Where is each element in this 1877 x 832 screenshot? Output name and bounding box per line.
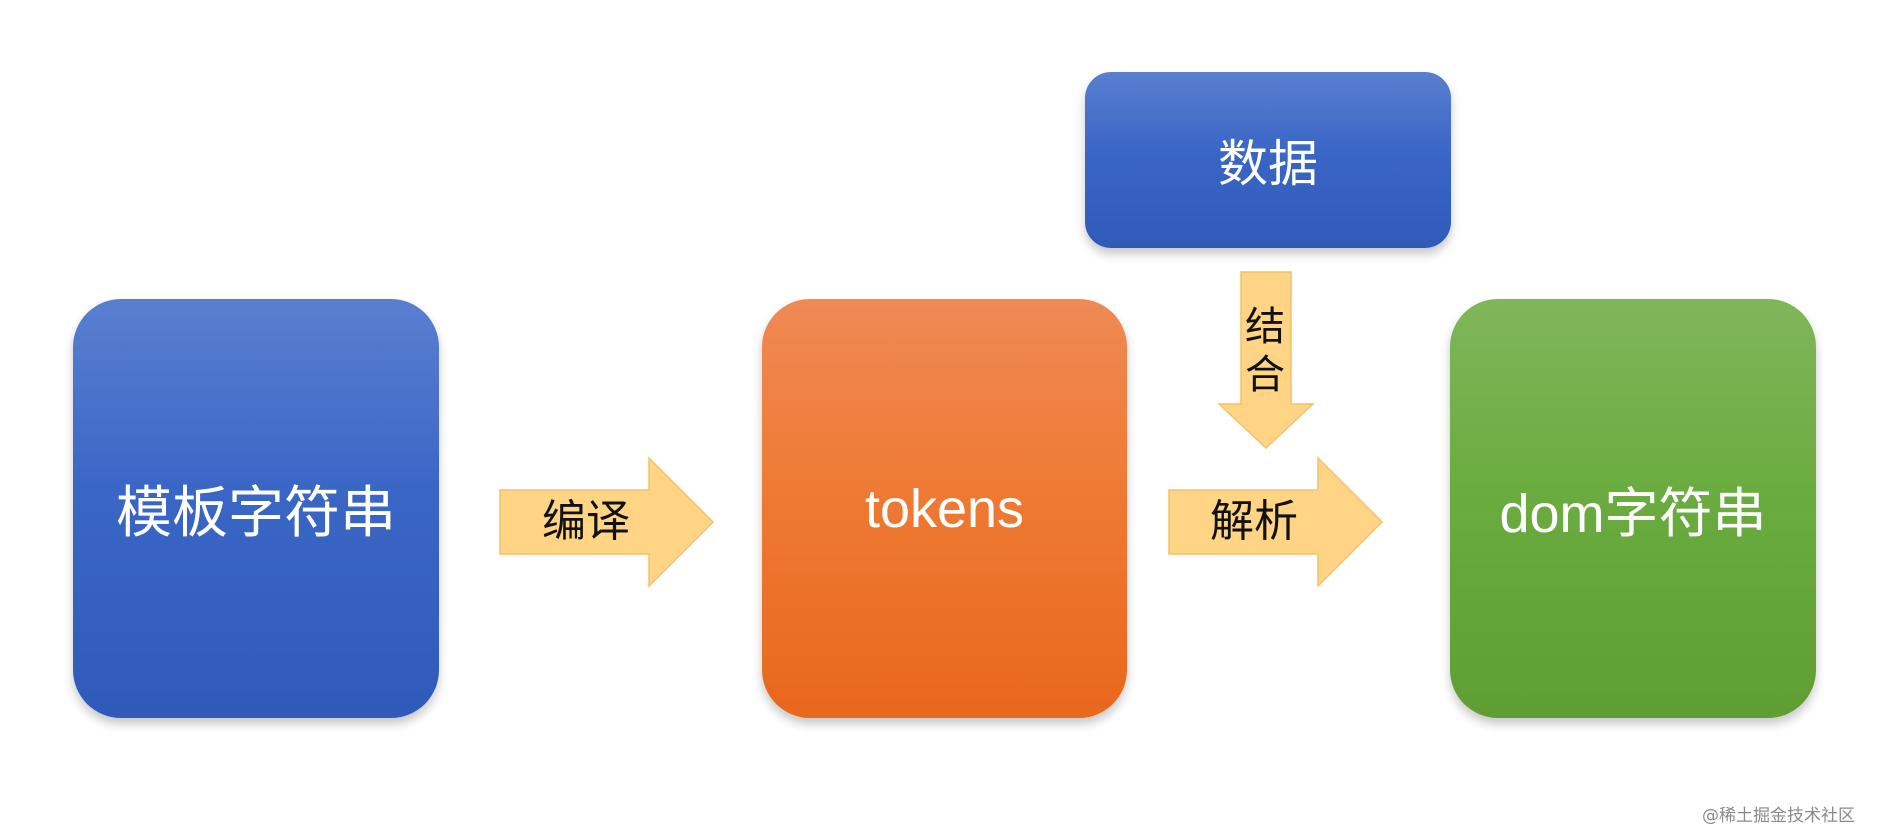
template-string-label: 模板字符串 <box>116 481 396 546</box>
data-box: 数据 <box>1085 72 1451 248</box>
dom-string-label: dom字符串 <box>1499 484 1767 544</box>
dom-string-box: dom字符串 <box>1450 299 1816 718</box>
compile-arrow-label: 编译 <box>542 496 630 547</box>
template-string-box: 模板字符串 <box>73 299 439 718</box>
tokens-label: tokens <box>864 478 1025 539</box>
tokens-box: tokens <box>762 299 1127 718</box>
parse-arrow-label: 解析 <box>1210 496 1298 547</box>
data-label: 数据 <box>1218 135 1318 193</box>
watermark: @稀土掘金技术社区 <box>1702 806 1855 826</box>
combine-arrow-label: 结合 <box>1245 304 1285 398</box>
